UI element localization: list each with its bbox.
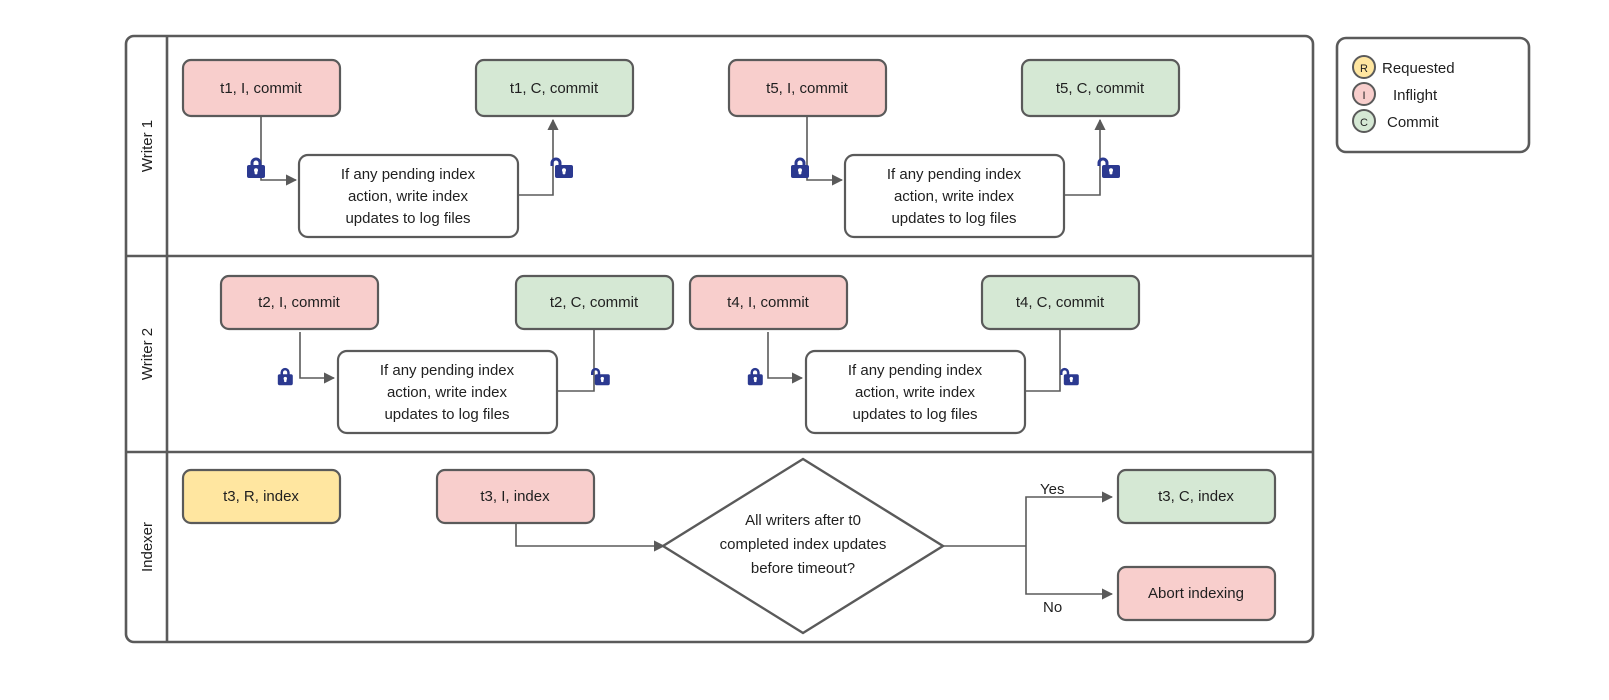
process-line-3: updates to log files xyxy=(384,406,509,423)
node-w1-t5-commit[interactable]: t5, C, commit xyxy=(1020,58,1181,118)
process-line-1: If any pending index xyxy=(341,166,476,183)
process-line-2: action, write index xyxy=(387,384,508,401)
legend-label: Requested xyxy=(1382,60,1455,77)
node-w2-t2-commit[interactable]: t2, C, commit xyxy=(514,274,675,331)
node-w1-t5-inflight[interactable]: t5, I, commit xyxy=(727,58,888,118)
lane-label-writer1: Writer 1 xyxy=(139,120,156,172)
decision-line-3: before timeout? xyxy=(751,560,855,577)
process-line-1: If any pending index xyxy=(380,362,515,379)
process-line-2: action, write index xyxy=(894,188,1015,205)
legend-glyph: C xyxy=(1360,117,1368,129)
lock-open-icon xyxy=(550,157,573,178)
node-w1-process-2[interactable]: If any pending index action, write index… xyxy=(843,153,1066,239)
legend-label: Inflight xyxy=(1393,87,1438,104)
node-label: t5, I, commit xyxy=(766,80,849,97)
process-line-2: action, write index xyxy=(855,384,976,401)
node-ix-t3-inflight[interactable]: t3, I, index xyxy=(435,468,596,525)
lane-label-indexer: Indexer xyxy=(139,522,156,572)
decision-line-2: completed index updates xyxy=(720,536,887,553)
legend-label: Commit xyxy=(1387,114,1439,131)
node-label: t3, I, index xyxy=(480,488,550,505)
process-line-1: If any pending index xyxy=(848,362,983,379)
node-ix-decision[interactable]: All writers after t0 completed index upd… xyxy=(660,457,946,635)
edge-label-yes: Yes xyxy=(1040,481,1064,498)
edge-label-no: No xyxy=(1043,599,1062,616)
node-w2-t2-inflight[interactable]: t2, I, commit xyxy=(219,274,380,331)
node-w2-process-2[interactable]: If any pending index action, write index… xyxy=(804,349,1027,435)
process-line-3: updates to log files xyxy=(345,210,470,227)
node-w1-t1-commit[interactable]: t1, C, commit xyxy=(474,58,635,118)
node-label: t2, I, commit xyxy=(258,294,341,311)
node-label: t1, I, commit xyxy=(220,80,303,97)
swimlane-frame xyxy=(124,34,1315,644)
node-label: t4, I, commit xyxy=(727,294,810,311)
lock-open-icon xyxy=(591,367,610,386)
decision-line-1: All writers after t0 xyxy=(745,512,861,529)
lock-closed-icon xyxy=(791,157,809,178)
process-line-3: updates to log files xyxy=(852,406,977,423)
lock-closed-icon xyxy=(747,367,763,386)
node-ix-t3-requested[interactable]: t3, R, index xyxy=(181,468,342,525)
legend-item-commit: C Commit xyxy=(1352,109,1439,133)
node-label: t5, C, commit xyxy=(1056,80,1145,97)
legend-item-requested: R Requested xyxy=(1352,55,1455,79)
writer1-edges xyxy=(260,115,1106,196)
process-line-1: If any pending index xyxy=(887,166,1022,183)
node-w1-process-1[interactable]: If any pending index action, write index… xyxy=(297,153,520,239)
node-label: t2, C, commit xyxy=(550,294,639,311)
node-w2-t4-commit[interactable]: t4, C, commit xyxy=(980,274,1141,331)
node-label: t4, C, commit xyxy=(1016,294,1105,311)
legend-glyph: R xyxy=(1360,63,1368,75)
node-label: t3, R, index xyxy=(223,488,299,505)
node-w2-t4-inflight[interactable]: t4, I, commit xyxy=(688,274,849,331)
legend-item-inflight: I Inflight xyxy=(1352,82,1438,106)
indexer-edges xyxy=(515,491,1114,600)
node-ix-t3-commit[interactable]: t3, C, index xyxy=(1116,468,1277,525)
node-label: Abort indexing xyxy=(1148,585,1244,602)
writer2-edges xyxy=(299,318,1066,392)
lock-closed-icon xyxy=(277,367,293,386)
node-label: t1, C, commit xyxy=(510,80,599,97)
legend-panel: R Requested I Inflight C Commit xyxy=(1335,36,1531,154)
process-line-3: updates to log files xyxy=(891,210,1016,227)
legend-glyph: I xyxy=(1362,90,1365,102)
node-w1-t1-inflight[interactable]: t1, I, commit xyxy=(181,58,342,118)
node-w2-process-1[interactable]: If any pending index action, write index… xyxy=(336,349,559,435)
lock-open-icon xyxy=(1097,157,1120,178)
lock-open-icon xyxy=(1060,367,1079,386)
process-line-2: action, write index xyxy=(348,188,469,205)
node-ix-abort[interactable]: Abort indexing xyxy=(1116,565,1277,622)
node-label: t3, C, index xyxy=(1158,488,1234,505)
lock-closed-icon xyxy=(247,157,265,178)
lane-label-writer2: Writer 2 xyxy=(139,328,156,380)
